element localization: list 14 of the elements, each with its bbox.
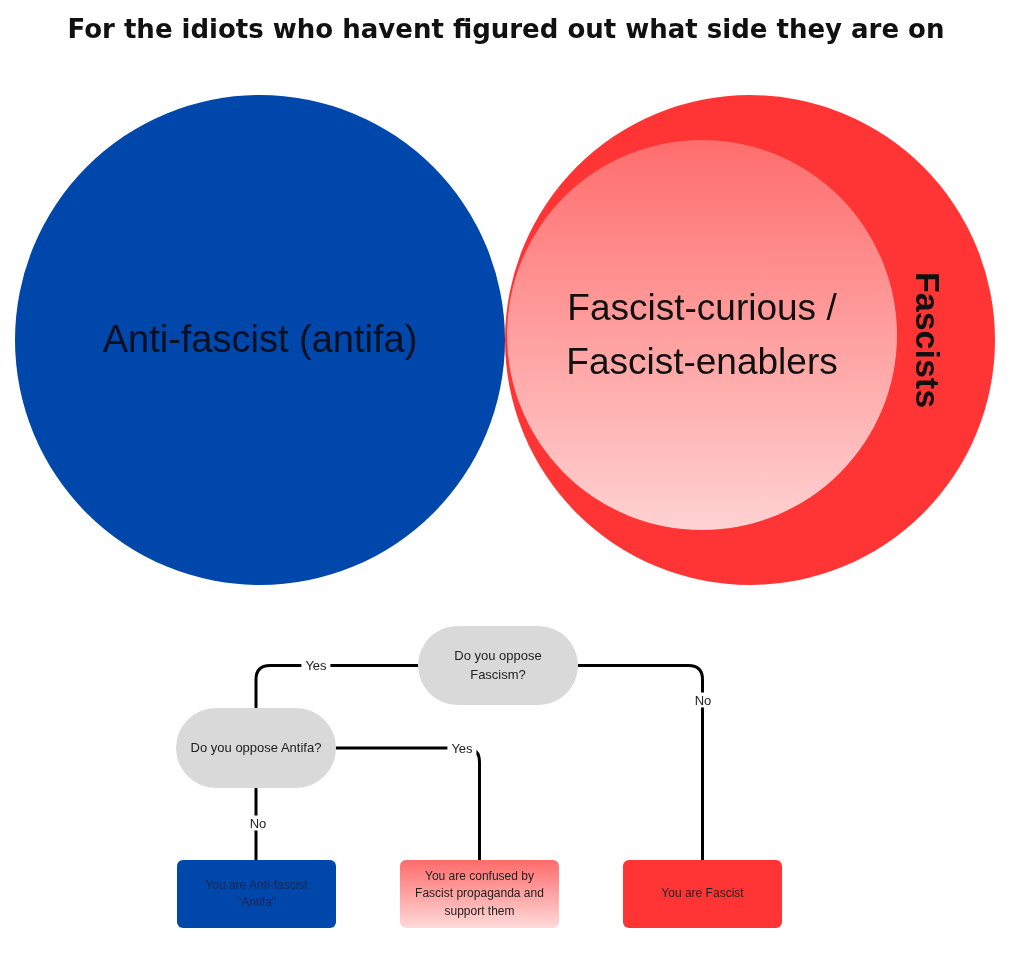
- node-label: Do you oppose Antifa?: [190, 738, 322, 757]
- title: For the idiots who havent figured out what side they are on: [66, 14, 946, 44]
- node-label: You are confused by Fascist propaganda and support them: [414, 867, 545, 920]
- group-label: Fascists: [907, 271, 948, 409]
- connector-line: [336, 746, 481, 860]
- result-box: [400, 860, 559, 928]
- group-label: Fascist-curious / Fascist-enablers: [565, 286, 839, 384]
- group-label: Anti-fascist (antifa): [102, 317, 418, 363]
- result-box: [623, 860, 782, 928]
- node-label: Do you oppose Fascism?: [453, 646, 543, 684]
- node-label: You are Fascist: [661, 885, 744, 903]
- connector-line: [578, 664, 704, 860]
- result-box: [177, 860, 336, 928]
- node-label: You are Anti-fascist "Antifa": [204, 876, 309, 911]
